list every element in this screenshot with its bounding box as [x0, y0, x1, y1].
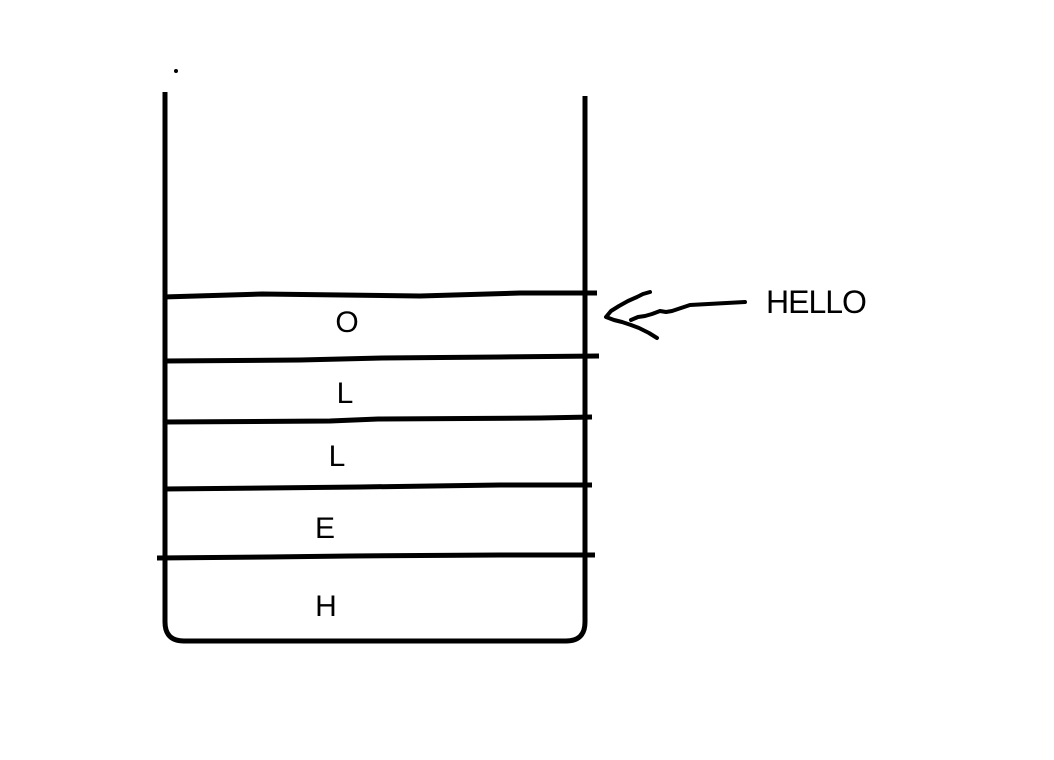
stack-cell-label-3: L — [328, 440, 346, 473]
stack-container-outline — [162, 92, 588, 644]
stray-dot — [174, 69, 178, 73]
stack-cell-label-top: O — [335, 306, 359, 339]
stack-cell-label-bottom: H — [315, 590, 337, 623]
annotation-label: HELLO — [766, 284, 867, 320]
stack-cell-label-4: E — [314, 512, 336, 545]
shelf-line-l-e — [162, 482, 592, 492]
shelf-line-l-l — [162, 414, 593, 425]
arrow-shaft — [629, 300, 747, 322]
stack-cell-label-2: L — [336, 377, 354, 410]
arrow-head — [604, 290, 659, 340]
shelf-line-e-h — [156, 552, 595, 561]
shelf-line-o-l — [162, 353, 600, 364]
shelf-line-top — [162, 290, 597, 300]
